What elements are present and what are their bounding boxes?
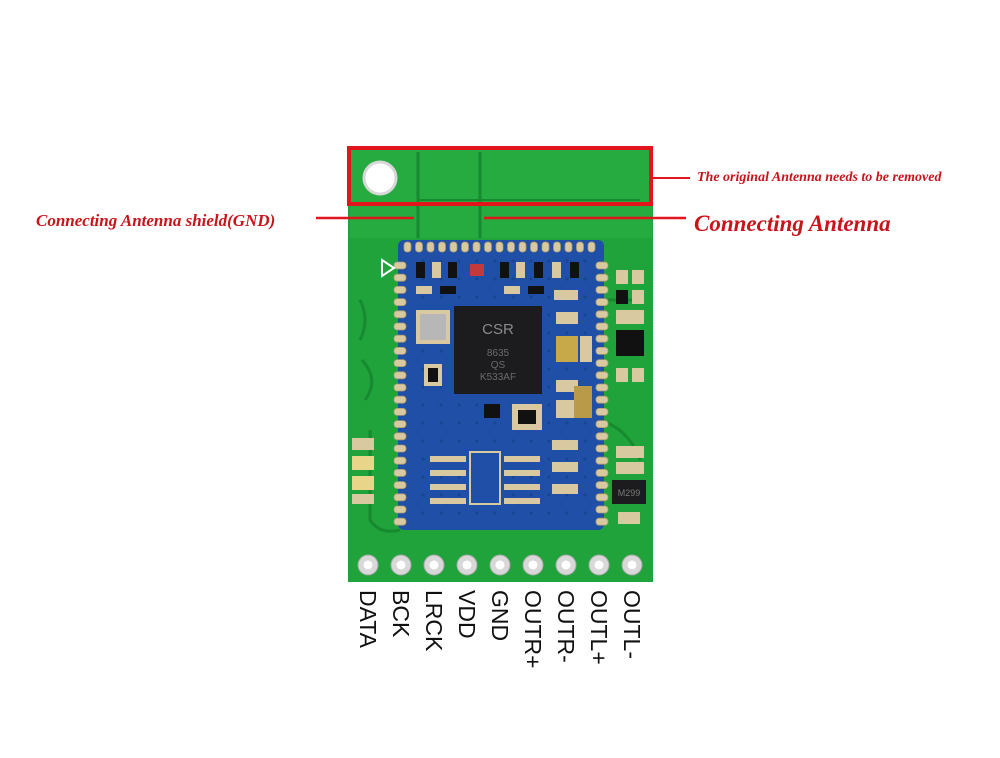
castellated-pad [393, 456, 407, 465]
castellated-pad [595, 420, 609, 429]
castellated-pad [595, 322, 609, 331]
antenna-removed-note: The original Antenna needs to be removed [697, 170, 942, 185]
castellated-pad [393, 298, 407, 307]
castellated-pad [495, 241, 504, 253]
pin-hole [528, 560, 538, 570]
castellated-pad [595, 517, 609, 526]
castellated-pad [595, 346, 609, 355]
castellated-pad [576, 241, 584, 253]
pin-label: VDD [454, 590, 480, 639]
castellated-pad [393, 285, 407, 294]
castellated-pad [595, 456, 609, 465]
castellated-pad [393, 505, 407, 514]
castellated-pad [595, 298, 609, 307]
pin-hole [396, 560, 406, 570]
castellated-pad [393, 468, 407, 477]
castellated-pad [553, 241, 561, 253]
castellated-pad [393, 371, 407, 380]
chip-marking-3: K533AF [480, 372, 516, 383]
mounting-hole [362, 160, 398, 196]
castellated-pad [507, 241, 515, 253]
antenna-highlight-box [347, 146, 653, 206]
castellated-pad [393, 273, 407, 282]
castellated-pad [595, 407, 609, 416]
board-components [352, 270, 646, 524]
pin-hole [594, 560, 604, 570]
castellated-pad [595, 395, 609, 404]
castellated-pad [393, 322, 407, 331]
castellated-pad [393, 444, 407, 453]
castellated-pad [595, 334, 609, 343]
castellated-pad [595, 383, 609, 392]
antenna-note: Connecting Antenna [694, 211, 891, 236]
castellated-pad [393, 359, 407, 368]
castellated-pad [595, 493, 609, 502]
module-components [416, 262, 592, 494]
castellated-pad [595, 371, 609, 380]
castellated-pad [595, 310, 609, 319]
module-ic-footprint [430, 451, 540, 505]
castellated-pad [595, 285, 609, 294]
castellated-pad [438, 241, 446, 253]
castellated-pad [595, 432, 609, 441]
castellated-pad [472, 241, 481, 253]
pin-hole [363, 560, 373, 570]
chip-brand: CSR [482, 321, 514, 338]
castellated-pads [393, 241, 609, 526]
antenna-shield-note: Connecting Antenna shield(GND) [36, 211, 276, 230]
castellated-pad [595, 505, 609, 514]
castellated-pad [530, 241, 538, 253]
pin-label: BCK [388, 590, 414, 638]
castellated-pad [595, 444, 609, 453]
pin-holes [357, 554, 643, 576]
castellated-pad [587, 241, 596, 253]
ic-marking: M299 [618, 488, 641, 498]
castellated-pad [484, 241, 492, 253]
castellated-pad [415, 241, 423, 253]
castellated-pad [393, 493, 407, 502]
castellated-pad [595, 359, 609, 368]
pin-label: OUTR+ [520, 590, 546, 669]
castellated-pad [595, 481, 609, 490]
castellated-pad [461, 241, 469, 253]
pin-label: DATA [355, 590, 381, 648]
castellated-pad [393, 383, 407, 392]
pin-hole [495, 560, 505, 570]
castellated-pad [393, 517, 407, 526]
castellated-pad [518, 241, 527, 253]
castellated-pad [393, 334, 407, 343]
castellated-pad [393, 346, 407, 355]
chip-marking-1: 8635 [487, 348, 510, 359]
csr-chip [454, 306, 542, 394]
castellated-pad [393, 407, 407, 416]
castellated-pad [393, 432, 407, 441]
castellated-pad [595, 261, 609, 270]
pin-label: LRCK [421, 590, 447, 652]
pin-hole [462, 560, 472, 570]
castellated-pad [393, 395, 407, 404]
pin-label: OUTL+ [586, 590, 612, 665]
castellated-pad [393, 310, 407, 319]
castellated-pad [595, 273, 609, 282]
pin-hole [627, 560, 637, 570]
castellated-pad [393, 261, 407, 270]
castellated-pad [403, 241, 412, 253]
pin1-marker-icon [381, 258, 396, 278]
castellated-pad [393, 420, 407, 429]
castellated-pad [595, 468, 609, 477]
pin-hole [429, 560, 439, 570]
pin-label: OUTL- [619, 590, 645, 659]
antenna-area [350, 150, 652, 238]
castellated-pad [564, 241, 573, 253]
pin-label: OUTR- [553, 590, 579, 663]
castellated-pad [541, 241, 550, 253]
castellated-pad [449, 241, 458, 253]
pin-label: GND [487, 590, 513, 642]
chip-marking-2: QS [491, 360, 506, 371]
pin-hole [561, 560, 571, 570]
castellated-pad [426, 241, 435, 253]
castellated-pad [393, 481, 407, 490]
